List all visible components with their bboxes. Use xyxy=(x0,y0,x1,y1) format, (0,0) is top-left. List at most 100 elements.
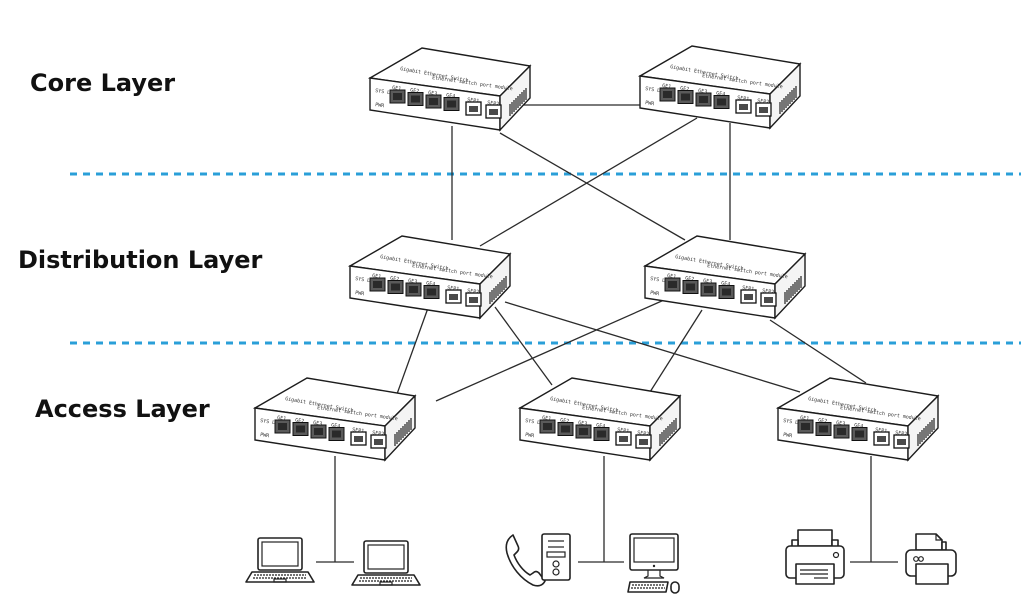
switch-status-label: SYS LINK xyxy=(355,276,380,285)
link-dist1-access1 xyxy=(396,307,429,395)
port-label: GE3 xyxy=(578,420,588,427)
sfp-port-slot xyxy=(739,104,748,110)
ethernet-port-socket xyxy=(704,286,713,293)
sfp-label: SFP2 xyxy=(487,100,500,108)
port-label: GE1 xyxy=(542,415,552,422)
switch-status-label: SYS LINK xyxy=(645,86,670,95)
switch-side-face xyxy=(479,252,511,320)
port-label: GE2 xyxy=(390,276,400,283)
sfp-label: SFP1 xyxy=(352,427,365,435)
sfp-label: SFP1 xyxy=(742,285,755,293)
port-label: GE4 xyxy=(446,93,456,100)
switch-power-label: PWR xyxy=(783,432,794,439)
device-drops xyxy=(316,456,898,563)
switch-status-label: SYS LINK xyxy=(525,418,550,427)
sfp-port-slot xyxy=(619,436,628,442)
layer-label-core: Core Layer xyxy=(30,69,175,97)
switch-side-face xyxy=(907,394,939,462)
sfp-label: SFP1 xyxy=(467,97,480,105)
port-label: GE2 xyxy=(410,88,420,95)
sfp-port-slot xyxy=(764,297,773,303)
sfp-label: SFP2 xyxy=(467,288,480,296)
switch-power-label: PWR xyxy=(355,290,366,297)
ethernet-port-socket xyxy=(699,96,708,103)
ethernet-port-socket xyxy=(411,95,420,103)
ethernet-port-socket xyxy=(278,423,287,430)
link-dist2-access2 xyxy=(649,309,703,393)
port-label: GE4 xyxy=(716,91,726,98)
sfp-port-slot xyxy=(877,436,886,442)
sfp-port-slot xyxy=(897,439,906,445)
switch-side-face xyxy=(774,252,806,320)
ethernet-port-socket xyxy=(429,98,438,105)
switch-power-label: PWR xyxy=(260,432,271,439)
port-label: GE3 xyxy=(428,90,438,97)
ethernet-port-socket xyxy=(855,430,864,438)
port-label: GE2 xyxy=(685,276,695,283)
port-label: GE4 xyxy=(426,281,436,288)
ethernet-port-socket xyxy=(579,428,588,435)
sfp-port-slot xyxy=(639,439,648,445)
port-label: GE1 xyxy=(372,273,382,280)
printer-icon xyxy=(785,529,845,585)
ethernet-port-socket xyxy=(314,428,323,435)
ethernet-port-socket xyxy=(409,286,418,293)
ethernet-port-socket xyxy=(681,93,690,101)
desktop-computer-icon xyxy=(627,533,680,594)
ethernet-port-socket xyxy=(393,93,402,100)
switch-status-label: SYS LINK xyxy=(783,418,808,427)
layer-label-access: Access Layer xyxy=(35,395,210,423)
port-label: GE3 xyxy=(313,420,323,427)
switch-power-label: PWR xyxy=(650,290,661,297)
switch-status-label: SYS LINK xyxy=(375,88,400,97)
sfp-label: SFP1 xyxy=(617,427,630,435)
ethernet-port-socket xyxy=(837,428,846,435)
port-label: GE3 xyxy=(836,420,846,427)
ethernet-port-socket xyxy=(819,425,828,433)
ethernet-port-socket xyxy=(561,425,570,433)
port-label: GE3 xyxy=(698,88,708,95)
switch-side-face xyxy=(769,62,801,130)
port-label: GE4 xyxy=(331,423,341,430)
sfp-port-slot xyxy=(374,439,383,445)
link-core1-dist2 xyxy=(499,132,686,241)
port-label: GE3 xyxy=(408,278,418,285)
sfp-port-slot xyxy=(489,109,498,115)
sfp-port-slot xyxy=(449,294,458,300)
ethernet-port-socket xyxy=(597,430,606,438)
switch-side-face xyxy=(384,394,416,462)
port-label: GE4 xyxy=(596,423,606,430)
port-label: GE2 xyxy=(560,418,570,425)
ethernet-port-socket xyxy=(663,91,672,98)
laptop-icon xyxy=(245,537,315,583)
sfp-port-slot xyxy=(354,436,363,442)
switch-power-label: PWR xyxy=(645,100,656,107)
ethernet-port-socket xyxy=(717,98,726,106)
port-label: GE2 xyxy=(818,418,828,425)
sfp-port-slot xyxy=(469,106,478,112)
ethernet-port-socket xyxy=(668,281,677,288)
port-label: GE4 xyxy=(854,423,864,430)
port-label: GE1 xyxy=(800,415,810,422)
server-tower-icon xyxy=(541,533,571,581)
sfp-port-slot xyxy=(759,107,768,113)
switch-power-label: PWR xyxy=(525,432,536,439)
ethernet-port-socket xyxy=(391,283,400,291)
link-dist2-access1 xyxy=(435,299,665,402)
ethernet-port-socket xyxy=(427,288,436,296)
link-dist2-access3 xyxy=(769,319,867,384)
sfp-label: SFP1 xyxy=(737,95,750,103)
ethernet-port-socket xyxy=(686,283,695,291)
switch-status-label: SYS LINK xyxy=(260,418,285,427)
port-label: GE3 xyxy=(703,278,713,285)
ethernet-port-socket xyxy=(543,423,552,430)
links-group xyxy=(396,104,867,402)
